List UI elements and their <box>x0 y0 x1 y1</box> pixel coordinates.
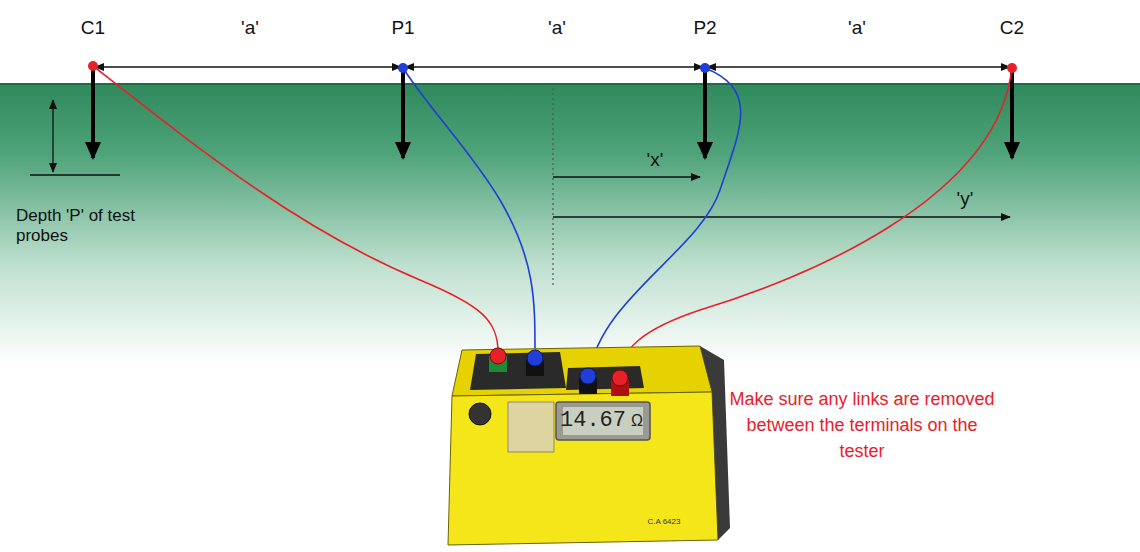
model-name: C.A 6423 <box>648 517 681 527</box>
probe-label: P1 <box>391 17 414 40</box>
x-dimension <box>553 176 700 177</box>
display-reading: 14.67 <box>560 408 626 434</box>
spacing-dimension <box>95 66 1010 67</box>
test-leads <box>93 66 1012 374</box>
probe-label: C1 <box>81 17 105 40</box>
probe-heads <box>88 61 1017 73</box>
earth-tester <box>448 346 730 545</box>
probe-label: P2 <box>693 17 716 40</box>
centre-line <box>552 88 553 285</box>
dimension-label: 'x' <box>647 149 664 172</box>
dimension-label: 'y' <box>957 188 974 211</box>
spacing-label: 'a' <box>548 17 566 40</box>
spacing-label: 'a' <box>848 17 866 40</box>
probe-label: C2 <box>1000 17 1024 40</box>
warning-note: Make sure any links are removed between … <box>727 386 997 464</box>
y-dimension <box>553 216 1010 217</box>
depth-note: Depth 'P' of test probes <box>16 206 156 247</box>
ground-surface <box>0 83 1140 85</box>
unit-symbol: Ω <box>631 411 643 430</box>
depth-marker <box>30 100 120 175</box>
spacing-label: 'a' <box>241 17 259 40</box>
